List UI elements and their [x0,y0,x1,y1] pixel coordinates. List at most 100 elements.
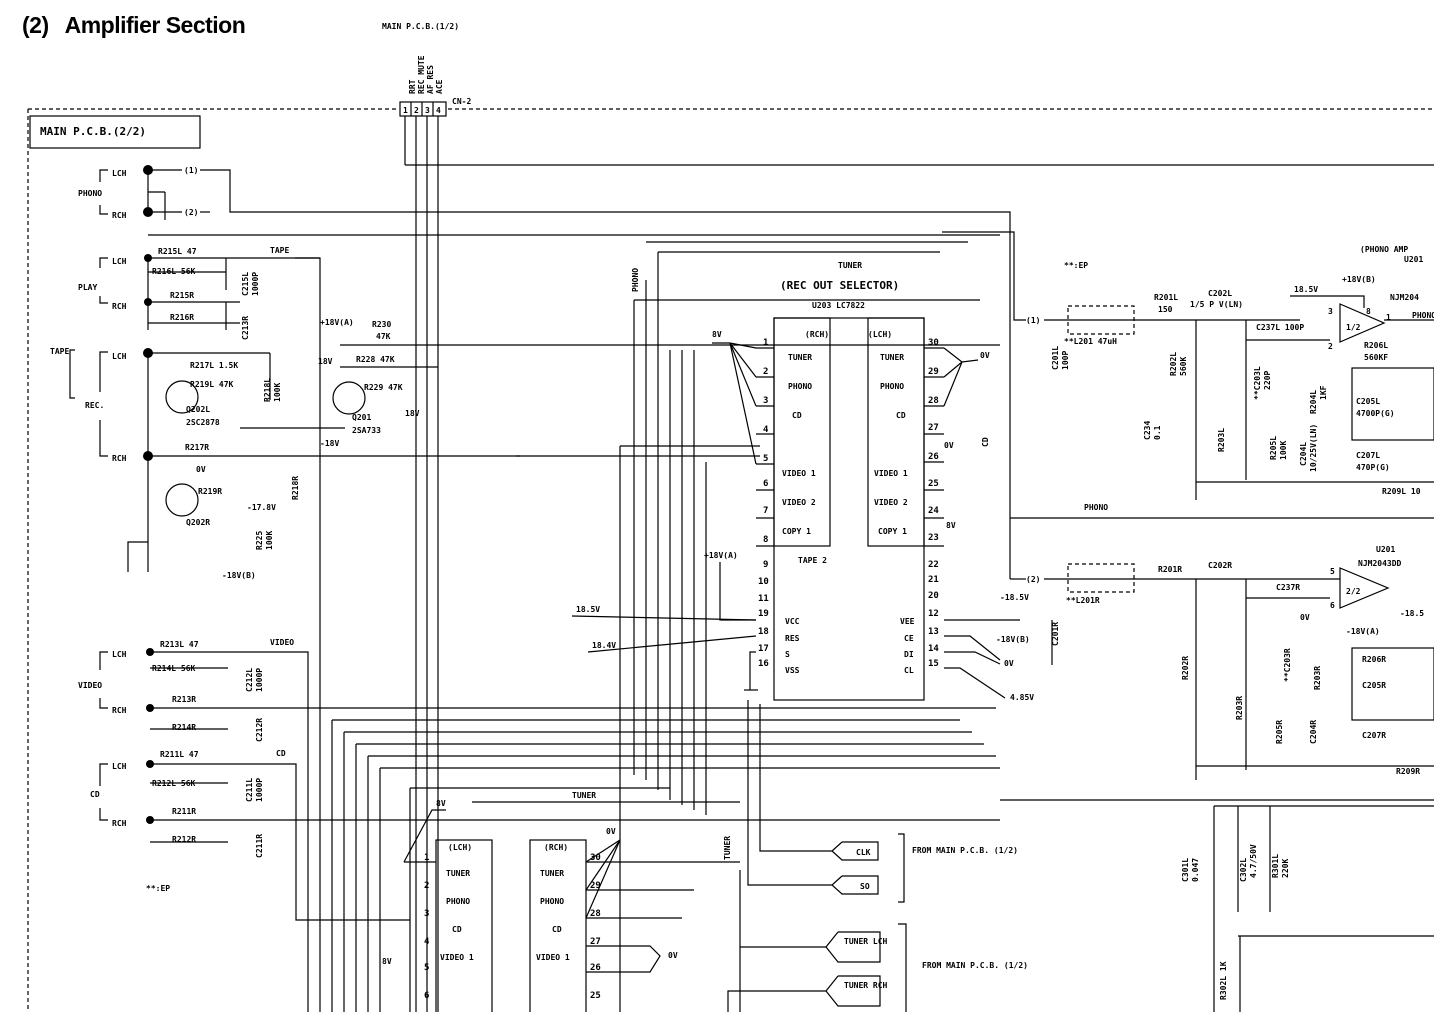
u203b-pin-l3: 3 [424,909,429,919]
tape-rec-rch: RCH [112,454,127,463]
u203-pin-r13: 13 [928,627,939,637]
u203b-pin-r25: 25 [590,991,601,1001]
u203-pin-r27: 27 [928,423,939,433]
u203b-selector: (LCH) (RCH) TUNER PHONO CD VIDEO 1 TUNER… [382,791,741,1012]
r219r: R219R [198,487,222,496]
u203-ic: PHONO TUNER (REC OUT SELECTOR) U203 LC78… [571,261,1034,702]
u203-185v: 18.5V [576,605,600,614]
u203-di: DI [904,650,914,659]
u203-pin-r30: 30 [928,338,939,348]
phono-lch: LCH [112,169,127,178]
u203-pin-l4: 4 [763,425,769,435]
r230-value: 47K [376,332,391,341]
u203-pin-r14: 14 [928,644,939,654]
tape-play-label: PLAY [78,283,97,292]
connector-pin-1: 1 [403,106,408,115]
r212r: R212R [172,835,196,844]
r213l: R213L 47 [160,640,199,649]
u203-ce: CE [904,634,914,643]
u203-rch: (RCH) [805,330,829,339]
u203-184v: 18.4V [592,641,616,650]
r205l-value: 100K [1279,441,1288,460]
r218l-value: 100K [273,383,282,402]
u203b-pin-l4: 4 [424,937,430,947]
phono-185v: 18.5V [1294,285,1318,294]
r201l-value: 150 [1158,305,1173,314]
u203b-pin-l2: 2 [424,881,429,891]
c234-value: 0.1 [1153,425,1162,440]
connector-pin-4: 4 [436,106,441,115]
c201l-value: 100P [1061,351,1070,370]
u203-l-sw-6: VIDEO 2 [782,498,816,507]
c212r: C212R [255,718,264,742]
r203r-l: R203R [1235,696,1244,720]
u203-pin-r28: 28 [928,396,939,406]
u203b-l-sw-1: TUNER [446,869,470,878]
u203b-pin-r29: 29 [590,881,601,891]
c301l-value: 0.047 [1191,858,1200,882]
q201-18v-out: 18V [405,409,420,418]
u203-l-sw-7: COPY 1 [782,527,811,536]
r206l-value: 560KF [1364,353,1388,362]
board-frame: MAIN P.C.B.(2/2) [27,108,1434,1012]
u203-caption: (REC OUT SELECTOR) [780,279,899,292]
u203-l-sw-1: TUNER [788,353,812,362]
tape-play-lch: LCH [112,257,127,266]
r213r: R213R [172,695,196,704]
r2xx: R203L [1217,428,1226,452]
c203l-value: 220P [1263,371,1272,390]
phono-18vb: +18V(B) [1342,275,1376,284]
r212l: R212L 56K [152,779,196,788]
u203-neg18b: -18V(B) [996,635,1030,644]
u201b-pin5: 5 [1330,567,1335,576]
c301l: C301L [1181,858,1190,882]
u203b-pin-r28: 28 [590,909,601,919]
ep-note: **:EP [146,884,170,893]
phono-out: PHONO [1412,311,1434,320]
r228: R228 47K [356,355,395,364]
c202r: C202R [1208,561,1232,570]
u203-8v-right: 8V [946,521,956,530]
u203-res: RES [785,634,800,643]
q202l-type: 2SC2878 [186,418,220,427]
c205r: C205R [1362,681,1386,690]
u203-pin-r12: 12 [928,609,939,619]
c211l-value: 1000P [255,778,264,802]
board-label: MAIN P.C.B.(2/2) [40,125,146,138]
c202l: C202L [1208,289,1232,298]
u203-pin-r21: 21 [928,575,939,585]
connector-cn2: MAIN P.C.B.(1/2) RRT REC MUTE AF RES ACE… [382,22,1434,1012]
r201l: R201L [1154,293,1178,302]
u203-pin-l16: 16 [758,659,769,669]
u203-pin-r23: 23 [928,533,939,543]
so-label: SO [860,882,870,891]
u203b-r-sw-1: TUNER [540,869,564,878]
from-main-note1: FROM MAIN P.C.B. (1/2) [912,846,1018,855]
tape-bus-label: TAPE [270,246,289,255]
u203-r-sw-1: TUNER [880,353,904,362]
r206r: R206R [1362,655,1386,664]
u201a-pin2: 2 [1328,342,1333,351]
u203-l-sw-2: PHONO [788,382,812,391]
u203b-0v-b: 0V [668,951,678,960]
u203b-8v: 8V [436,799,446,808]
u203-pin-l8: 8 [763,535,768,545]
q201-mute: +18V(A) R230 47K 18V R228 47K R229 47K 1… [318,318,1000,448]
l201r: **L201R [1066,596,1100,605]
tape-rec-lch: LCH [112,352,127,361]
phono-amp: (PHONO AMP **:EP U201 NJM204 (1) **L201 … [1000,231,1434,1012]
r211r: R211R [172,807,196,816]
u203b-pin-l6: 6 [424,991,429,1001]
u201-top-type: NJM204 [1390,293,1419,302]
phono-node-1: (1) [184,166,198,175]
from-main-note2: FROM MAIN P.C.B. (1/2) [922,961,1028,970]
u203-pin-l5: 5 [763,454,768,464]
u203b-r-sw-2: PHONO [540,897,564,906]
u203-8v: 8V [712,330,722,339]
r217l: R217L 1.5K [190,361,238,370]
connector-signal-3: AF RES [426,65,435,94]
q201-supply: +18V(A) [320,318,354,327]
tape-play-rch: RCH [112,302,127,311]
u203-pin-l2: 2 [763,367,768,377]
